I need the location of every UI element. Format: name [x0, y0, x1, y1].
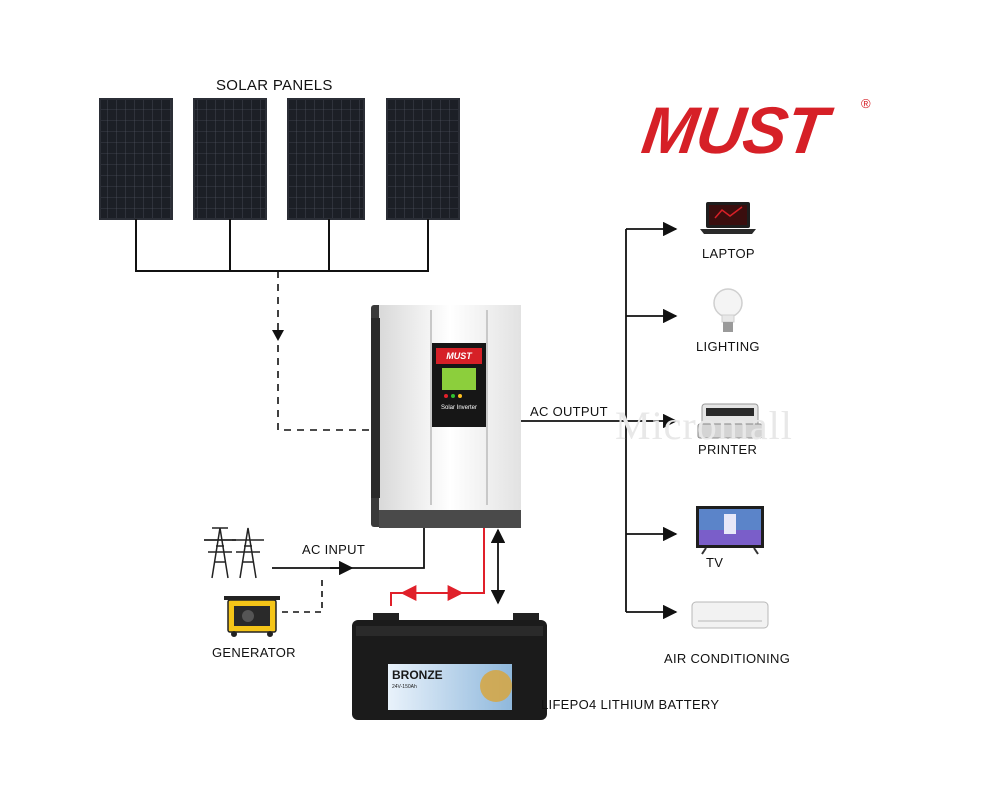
solar-panel-1: [100, 99, 172, 219]
ac-input-wiring: [272, 528, 424, 612]
load-label-tv: TV: [706, 555, 723, 570]
light-bulb-icon: [714, 289, 742, 332]
inverter-lcd: [442, 368, 476, 390]
inverter-led: [451, 394, 455, 398]
solar-feed-line: [278, 271, 372, 430]
inverter-label: Solar Inverter: [434, 405, 484, 411]
solar-panels: [100, 99, 459, 219]
ac-input-label: AC INPUT: [302, 542, 365, 557]
air-conditioner-icon: [692, 602, 768, 628]
load-label-air-conditioning: AIR CONDITIONING: [664, 651, 790, 666]
battery-link: [391, 528, 498, 606]
inverter-brand: MUST: [436, 348, 482, 364]
laptop-icon: [700, 202, 756, 234]
load-label-laptop: LAPTOP: [702, 246, 755, 261]
solar-feed-arrow: [272, 330, 284, 341]
registered-mark: ®: [861, 96, 871, 111]
solar-panel-4: [387, 99, 459, 219]
inverter-led: [444, 394, 448, 398]
lion-emblem-icon: [480, 670, 512, 702]
solar-panels-label: SOLAR PANELS: [216, 77, 333, 94]
inverter: [371, 305, 521, 528]
generator-label: GENERATOR: [212, 645, 296, 660]
panel-wiring: [136, 219, 428, 271]
inverter-led: [458, 394, 462, 398]
tv-icon: [696, 506, 764, 554]
battery-brand: BRONZE: [392, 668, 443, 682]
battery: [352, 613, 547, 720]
load-label-lighting: LIGHTING: [696, 339, 760, 354]
solar-panel-2: [194, 99, 266, 219]
ac-output-wiring: [521, 229, 626, 612]
power-pylon-icon: [204, 528, 264, 578]
brand-logo: MUST: [638, 92, 832, 168]
ac-output-label: AC OUTPUT: [530, 404, 608, 419]
battery-label: LIFEPO4 LITHIUM BATTERY: [541, 697, 719, 712]
generator-icon: [224, 596, 280, 637]
solar-panel-3: [288, 99, 364, 219]
battery-spec: 24V-150Ah: [392, 684, 417, 690]
load-label-printer: PRINTER: [698, 442, 757, 457]
